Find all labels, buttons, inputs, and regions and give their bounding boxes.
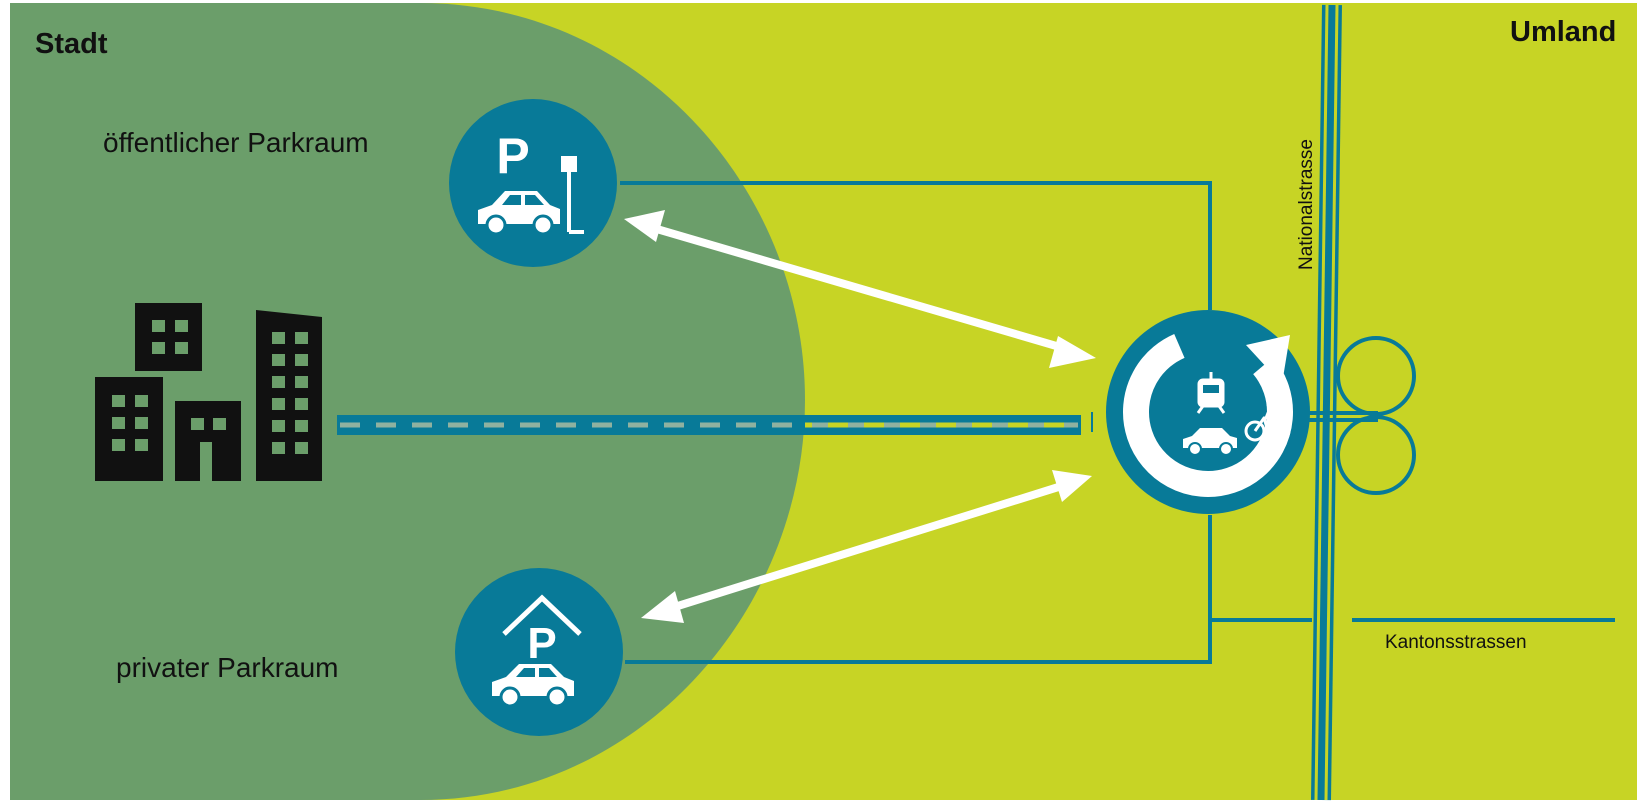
parking-p-icon: P xyxy=(527,619,556,668)
garage-roof-icon xyxy=(502,594,582,636)
surrounding-label: Umland xyxy=(1510,16,1617,48)
tram-icon xyxy=(1196,372,1226,414)
public-parking-label: öffentlicher Parkraum xyxy=(103,127,369,158)
buildings-icon xyxy=(95,303,322,481)
arrow-head-icon xyxy=(641,591,684,623)
hub-connector-lines xyxy=(620,181,1615,664)
interchange xyxy=(1300,336,1416,495)
arrow-head-icon xyxy=(1052,470,1092,502)
private-parking-label: privater Parkraum xyxy=(116,652,339,683)
bicycle-icon xyxy=(1244,398,1291,442)
arrow-head-icon xyxy=(624,210,665,242)
parking-p-icon: P xyxy=(496,128,529,184)
cantonal-road-label: Kantonsstrassen xyxy=(1385,632,1527,653)
national-road xyxy=(1311,4,1342,801)
exchange-arrows xyxy=(624,210,1096,623)
car-icon xyxy=(1183,428,1237,456)
car-icon xyxy=(478,191,560,236)
city-label: Stadt xyxy=(35,28,108,60)
national-road-label: Nationalstrasse xyxy=(1296,139,1317,270)
city-road xyxy=(337,412,1093,435)
arrow-head-icon xyxy=(1049,336,1096,368)
car-icon xyxy=(492,664,574,708)
public-parking-node: P xyxy=(449,99,617,267)
private-parking-node: P xyxy=(455,568,623,736)
street-lamp-icon xyxy=(561,156,584,234)
multimodal-hub-node xyxy=(1106,310,1310,514)
